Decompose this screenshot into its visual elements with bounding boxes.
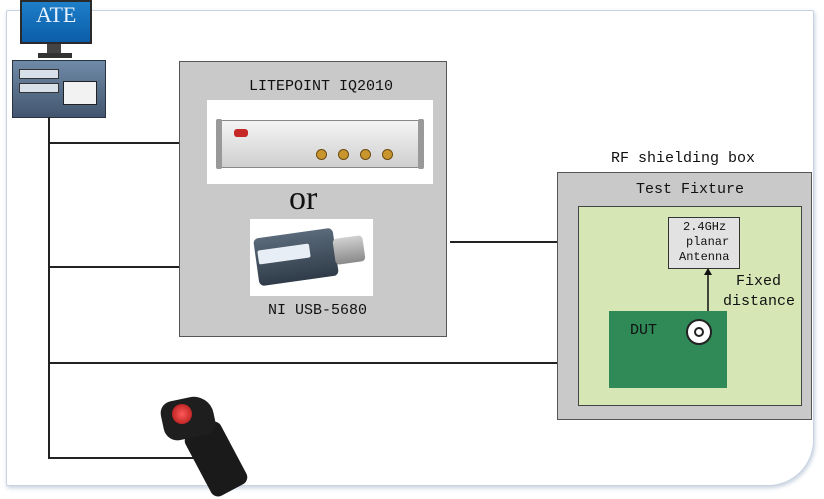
computer-icon (12, 60, 106, 118)
dut-label: DUT (630, 322, 658, 339)
antenna-line: planar (686, 235, 730, 249)
rf-connector-icon (332, 235, 366, 265)
shielding-box-title: RF shielding box (611, 150, 756, 167)
wire-to-usb5680 (48, 266, 252, 268)
drive-bay (19, 69, 59, 79)
ate-label: ATE (36, 2, 77, 27)
brand-logo (234, 129, 248, 137)
scanner-window (172, 404, 192, 424)
alt-instrument-label: NI USB-5680 (268, 302, 368, 319)
monitor-base (38, 53, 72, 58)
drive-bay (19, 83, 59, 93)
wire-to-scanner (48, 457, 196, 459)
handle (216, 119, 222, 169)
monitor-icon: ATE (20, 0, 92, 44)
signal-analyzer-icon (216, 119, 424, 169)
rf-connector-icon (382, 149, 393, 160)
distance-label-line1: Fixed (736, 273, 782, 290)
handle (418, 119, 424, 169)
antenna-line: 2.4GHz (683, 220, 727, 234)
rf-connector-icon (316, 149, 327, 160)
antenna-line: Antenna (679, 250, 730, 264)
rf-port-icon (686, 319, 712, 345)
wire-to-dut (48, 362, 608, 364)
or-text: or (289, 180, 318, 217)
rf-connector-icon (360, 149, 371, 160)
dut-board (609, 311, 727, 388)
tester-title: LITEPOINT IQ2010 (249, 78, 394, 95)
ni-usb5680-image (250, 219, 373, 296)
antenna-box: 2.4GHz planar Antenna (668, 217, 740, 269)
monitor-stand (47, 44, 61, 54)
fixture-title: Test Fixture (636, 181, 745, 198)
computer-panel (63, 81, 97, 105)
main-bus-wire (48, 117, 50, 458)
litepoint-iq2010-image (207, 100, 433, 184)
distance-label-line2: distance (723, 293, 796, 310)
wire-to-iq2010 (48, 142, 210, 144)
rf-connector-icon (338, 149, 349, 160)
